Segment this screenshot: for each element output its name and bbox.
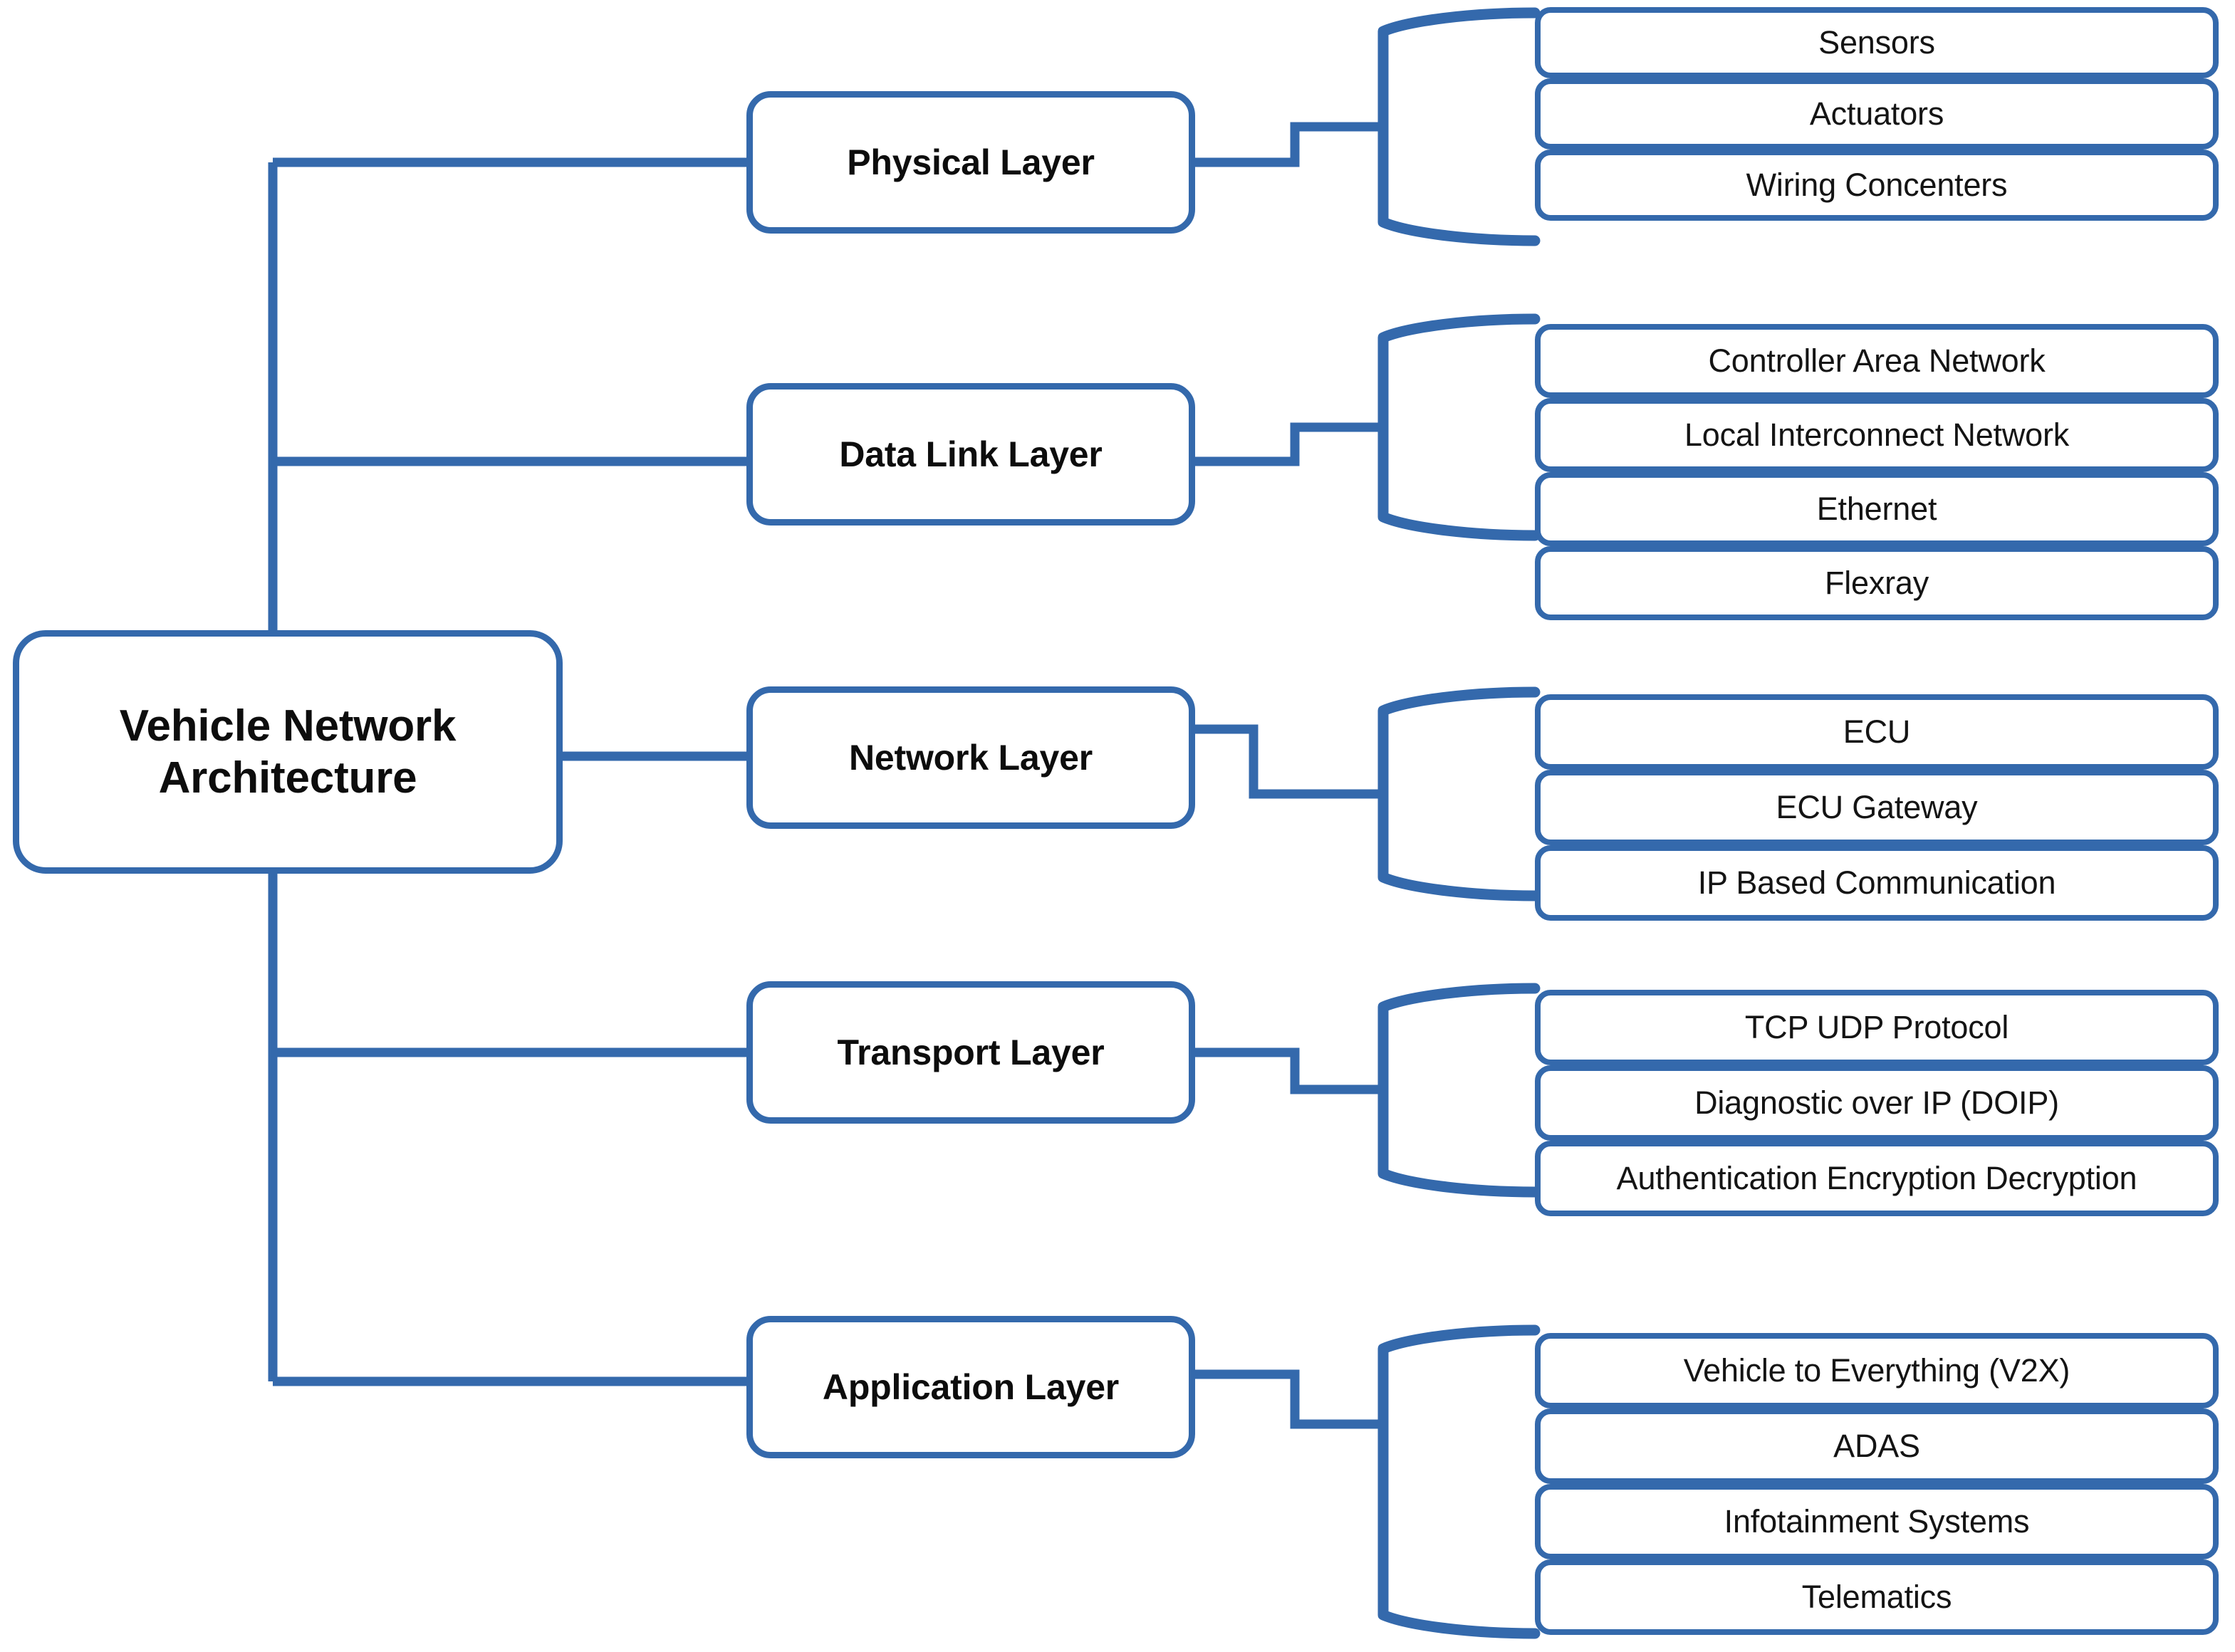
leaf-node-ip-based-communication-label: IP Based Communication <box>1697 864 2056 901</box>
leaf-node-telematics[interactable]: Telematics <box>1535 1559 2219 1635</box>
layer-node-transport-label: Transport Layer <box>837 1032 1105 1072</box>
leaf-node-wiring-concenters-label: Wiring Concenters <box>1746 167 2008 203</box>
leaf-node-infotainment-systems-label: Infotainment Systems <box>1724 1503 2030 1539</box>
leaf-node-flexray-label: Flexray <box>1824 565 1929 601</box>
leaf-node-vehicle-to-everything-label: Vehicle to Everything (V2X) <box>1683 1352 2070 1389</box>
leaf-node-diagnostic-over-ip-label: Diagnostic over IP (DOIP) <box>1694 1084 2059 1121</box>
leaf-node-tcp-udp-protocol-label: TCP UDP Protocol <box>1744 1009 2009 1045</box>
layer-node-network[interactable]: Network Layer <box>746 686 1195 829</box>
leaf-node-authentication-encryption-decryption[interactable]: Authentication Encryption Decryption <box>1535 1141 2219 1216</box>
layer-node-physical-label: Physical Layer <box>847 142 1095 182</box>
layer-node-data-link-label: Data Link Layer <box>839 434 1103 474</box>
leaf-node-infotainment-systems[interactable]: Infotainment Systems <box>1535 1484 2219 1559</box>
root-node-label-line2: Architecture <box>158 753 417 803</box>
leaf-node-ethernet-label: Ethernet <box>1816 491 1937 527</box>
leaf-node-ecu-gateway-label: ECU Gateway <box>1776 789 1978 825</box>
layer-node-application[interactable]: Application Layer <box>746 1316 1195 1458</box>
leaf-node-local-interconnect-network[interactable]: Local Interconnect Network <box>1535 398 2219 472</box>
leaf-node-wiring-concenters[interactable]: Wiring Concenters <box>1535 150 2219 221</box>
layer-node-data-link[interactable]: Data Link Layer <box>746 383 1195 526</box>
leaf-node-telematics-label: Telematics <box>1801 1579 1952 1615</box>
leaf-node-sensors[interactable]: Sensors <box>1535 7 2219 78</box>
leaf-node-controller-area-network-label: Controller Area Network <box>1708 343 2046 379</box>
layer-node-physical[interactable]: Physical Layer <box>746 91 1195 234</box>
leaf-node-local-interconnect-network-label: Local Interconnect Network <box>1684 417 2070 453</box>
leaf-node-actuators-label: Actuators <box>1809 95 1944 132</box>
leaf-node-flexray[interactable]: Flexray <box>1535 546 2219 620</box>
root-node-vehicle-network-architecture[interactable]: Vehicle Network Architecture <box>13 630 563 874</box>
leaf-node-authentication-encryption-decryption-label: Authentication Encryption Decryption <box>1616 1160 2137 1196</box>
leaf-node-ip-based-communication[interactable]: IP Based Communication <box>1535 845 2219 921</box>
leaf-node-ecu[interactable]: ECU <box>1535 694 2219 770</box>
leaf-node-sensors-label: Sensors <box>1818 24 1935 61</box>
layer-node-application-label: Application Layer <box>822 1367 1120 1407</box>
leaf-node-adas[interactable]: ADAS <box>1535 1408 2219 1484</box>
leaf-node-ecu-gateway[interactable]: ECU Gateway <box>1535 770 2219 845</box>
layer-node-transport[interactable]: Transport Layer <box>746 981 1195 1124</box>
leaf-node-ethernet[interactable]: Ethernet <box>1535 472 2219 546</box>
layer-node-network-label: Network Layer <box>849 738 1093 778</box>
leaf-node-controller-area-network[interactable]: Controller Area Network <box>1535 324 2219 398</box>
leaf-node-adas-label: ADAS <box>1833 1428 1920 1464</box>
leaf-node-diagnostic-over-ip[interactable]: Diagnostic over IP (DOIP) <box>1535 1065 2219 1141</box>
leaf-node-tcp-udp-protocol[interactable]: TCP UDP Protocol <box>1535 990 2219 1065</box>
leaf-node-actuators[interactable]: Actuators <box>1535 78 2219 150</box>
root-node-label: Vehicle Network Architecture <box>120 700 457 804</box>
root-node-label-line1: Vehicle Network <box>119 701 457 751</box>
leaf-node-vehicle-to-everything[interactable]: Vehicle to Everything (V2X) <box>1535 1333 2219 1408</box>
leaf-node-ecu-label: ECU <box>1843 713 1911 750</box>
